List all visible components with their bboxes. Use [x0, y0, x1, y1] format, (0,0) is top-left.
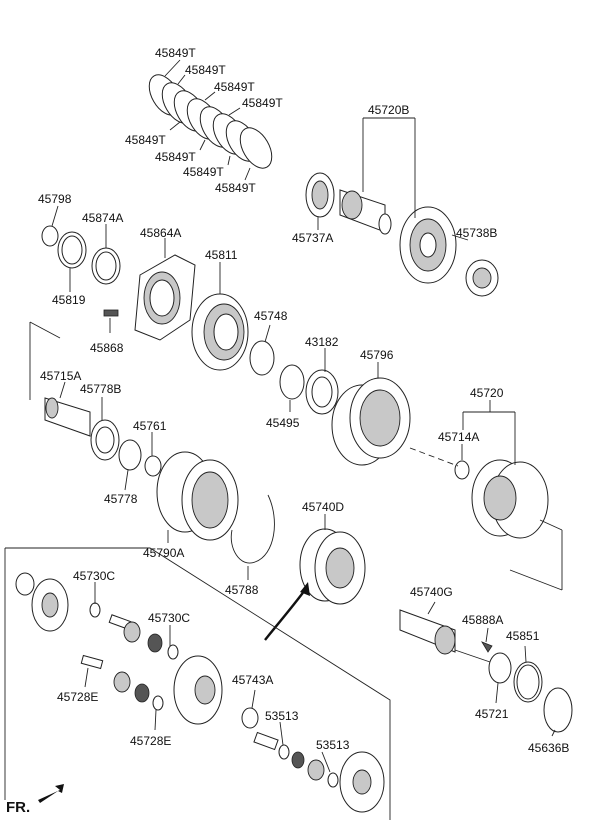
label-45798: 45798: [38, 192, 72, 206]
label-53513-1: 53513: [265, 709, 299, 723]
ring-45819: [57, 231, 87, 269]
label-45788: 45788: [225, 583, 259, 597]
washer-45730C: [89, 602, 101, 618]
label-45720B: 45720B: [368, 103, 409, 117]
bearing-45737A: [305, 172, 335, 218]
part-labels: 45849T 45849T 45849T 45849T 45849T 45849…: [6, 46, 569, 816]
housing-45864A: [134, 254, 196, 341]
label-45790A: 45790A: [143, 546, 184, 560]
bushing-53513: [253, 731, 279, 751]
label-45730C-1: 45730C: [73, 569, 115, 583]
shaft-45740G: [399, 609, 456, 655]
label-45868: 45868: [90, 341, 124, 355]
label-45849T-4: 45849T: [242, 96, 283, 110]
ring-45798: [41, 225, 59, 247]
ring-45761: [144, 455, 162, 477]
snap-ring-45788: [230, 494, 275, 564]
washer-53513: [278, 744, 290, 760]
label-45636B: 45636B: [528, 741, 569, 755]
washer-45728E: [152, 695, 164, 711]
bearing-45738B: [465, 259, 499, 297]
label-45743A: 45743A: [232, 673, 273, 687]
carrier-plate-right: [339, 751, 385, 813]
carrier-plate-center: [173, 655, 223, 725]
label-45740D: 45740D: [302, 500, 344, 514]
drum-45790A: [156, 451, 239, 541]
ring-small-left: [15, 572, 35, 596]
roller-upper: [147, 633, 163, 653]
bolt-45868: [103, 309, 119, 333]
label-45851: 45851: [506, 629, 540, 643]
label-45874A: 45874A: [82, 211, 123, 225]
drum-45796: [331, 377, 411, 466]
washer-upper: [167, 644, 179, 660]
label-45849T-7: 45849T: [183, 165, 224, 179]
label-45714A: 45714A: [438, 430, 479, 444]
needle-bearing-lower: [113, 671, 131, 693]
ring-45874A: [91, 247, 121, 285]
label-45849T-6: 45849T: [155, 150, 196, 164]
label-45737A: 45737A: [292, 231, 333, 245]
inset-frame: [5, 547, 391, 820]
ring-45748: [249, 340, 275, 376]
carrier-45720: [471, 459, 549, 539]
label-45721: 45721: [475, 707, 509, 721]
label-45849T-2: 45849T: [185, 63, 226, 77]
label-45738B: 45738B: [456, 226, 497, 240]
label-45715A: 45715A: [40, 369, 81, 383]
label-43182: 43182: [305, 335, 339, 349]
label-45740G: 45740G: [410, 585, 453, 599]
label-53513-2: 53513: [316, 738, 350, 752]
label-45730C-2: 45730C: [148, 611, 190, 625]
needle-bearing-inset-lower: [307, 759, 325, 781]
washer-45743A: [241, 707, 259, 729]
label-45728E-1: 45728E: [57, 690, 98, 704]
snap-ring-stack-45849T: [148, 74, 273, 169]
label-45778: 45778: [104, 492, 138, 506]
label-45720: 45720: [470, 386, 504, 400]
plate-45778B: [90, 419, 120, 461]
label-front: FR.: [6, 799, 30, 816]
label-45778B: 45778B: [80, 382, 121, 396]
shaft-45715A: [44, 397, 91, 437]
label-45811: 45811: [205, 248, 238, 262]
ring-45721: [488, 652, 512, 684]
label-45495: 45495: [266, 416, 300, 430]
label-45748: 45748: [254, 309, 288, 323]
label-45819: 45819: [52, 293, 86, 307]
planet-carrier-45740D: [299, 528, 366, 605]
front-direction-arrow-icon: [38, 784, 64, 803]
ring-45636B: [543, 687, 573, 733]
shaft-gear-45720B: [339, 189, 457, 284]
roller-inset-lower: [291, 751, 305, 769]
label-45849T-8: 45849T: [215, 181, 256, 195]
ring-45495: [279, 364, 305, 400]
label-45849T-3: 45849T: [214, 80, 255, 94]
label-45761: 45761: [133, 419, 167, 433]
ring-45778: [118, 439, 142, 471]
label-45728E-2: 45728E: [130, 734, 171, 748]
plate-43182: [305, 369, 339, 415]
roller-lower: [134, 683, 150, 703]
ring-gear-45811: [191, 293, 249, 371]
washer-inset-lower: [327, 772, 339, 788]
label-45888A: 45888A: [462, 613, 503, 627]
seal-45888A: [481, 641, 493, 653]
label-45849T-5: 45849T: [125, 133, 166, 147]
label-45849T-1: 45849T: [155, 46, 196, 60]
pin-45728E: [80, 654, 104, 670]
ring-45714A: [454, 460, 470, 480]
label-45864A: 45864A: [140, 226, 181, 240]
label-45796: 45796: [360, 348, 394, 362]
carrier-plate-left: [31, 578, 69, 632]
needle-bearing-upper: [123, 621, 141, 643]
